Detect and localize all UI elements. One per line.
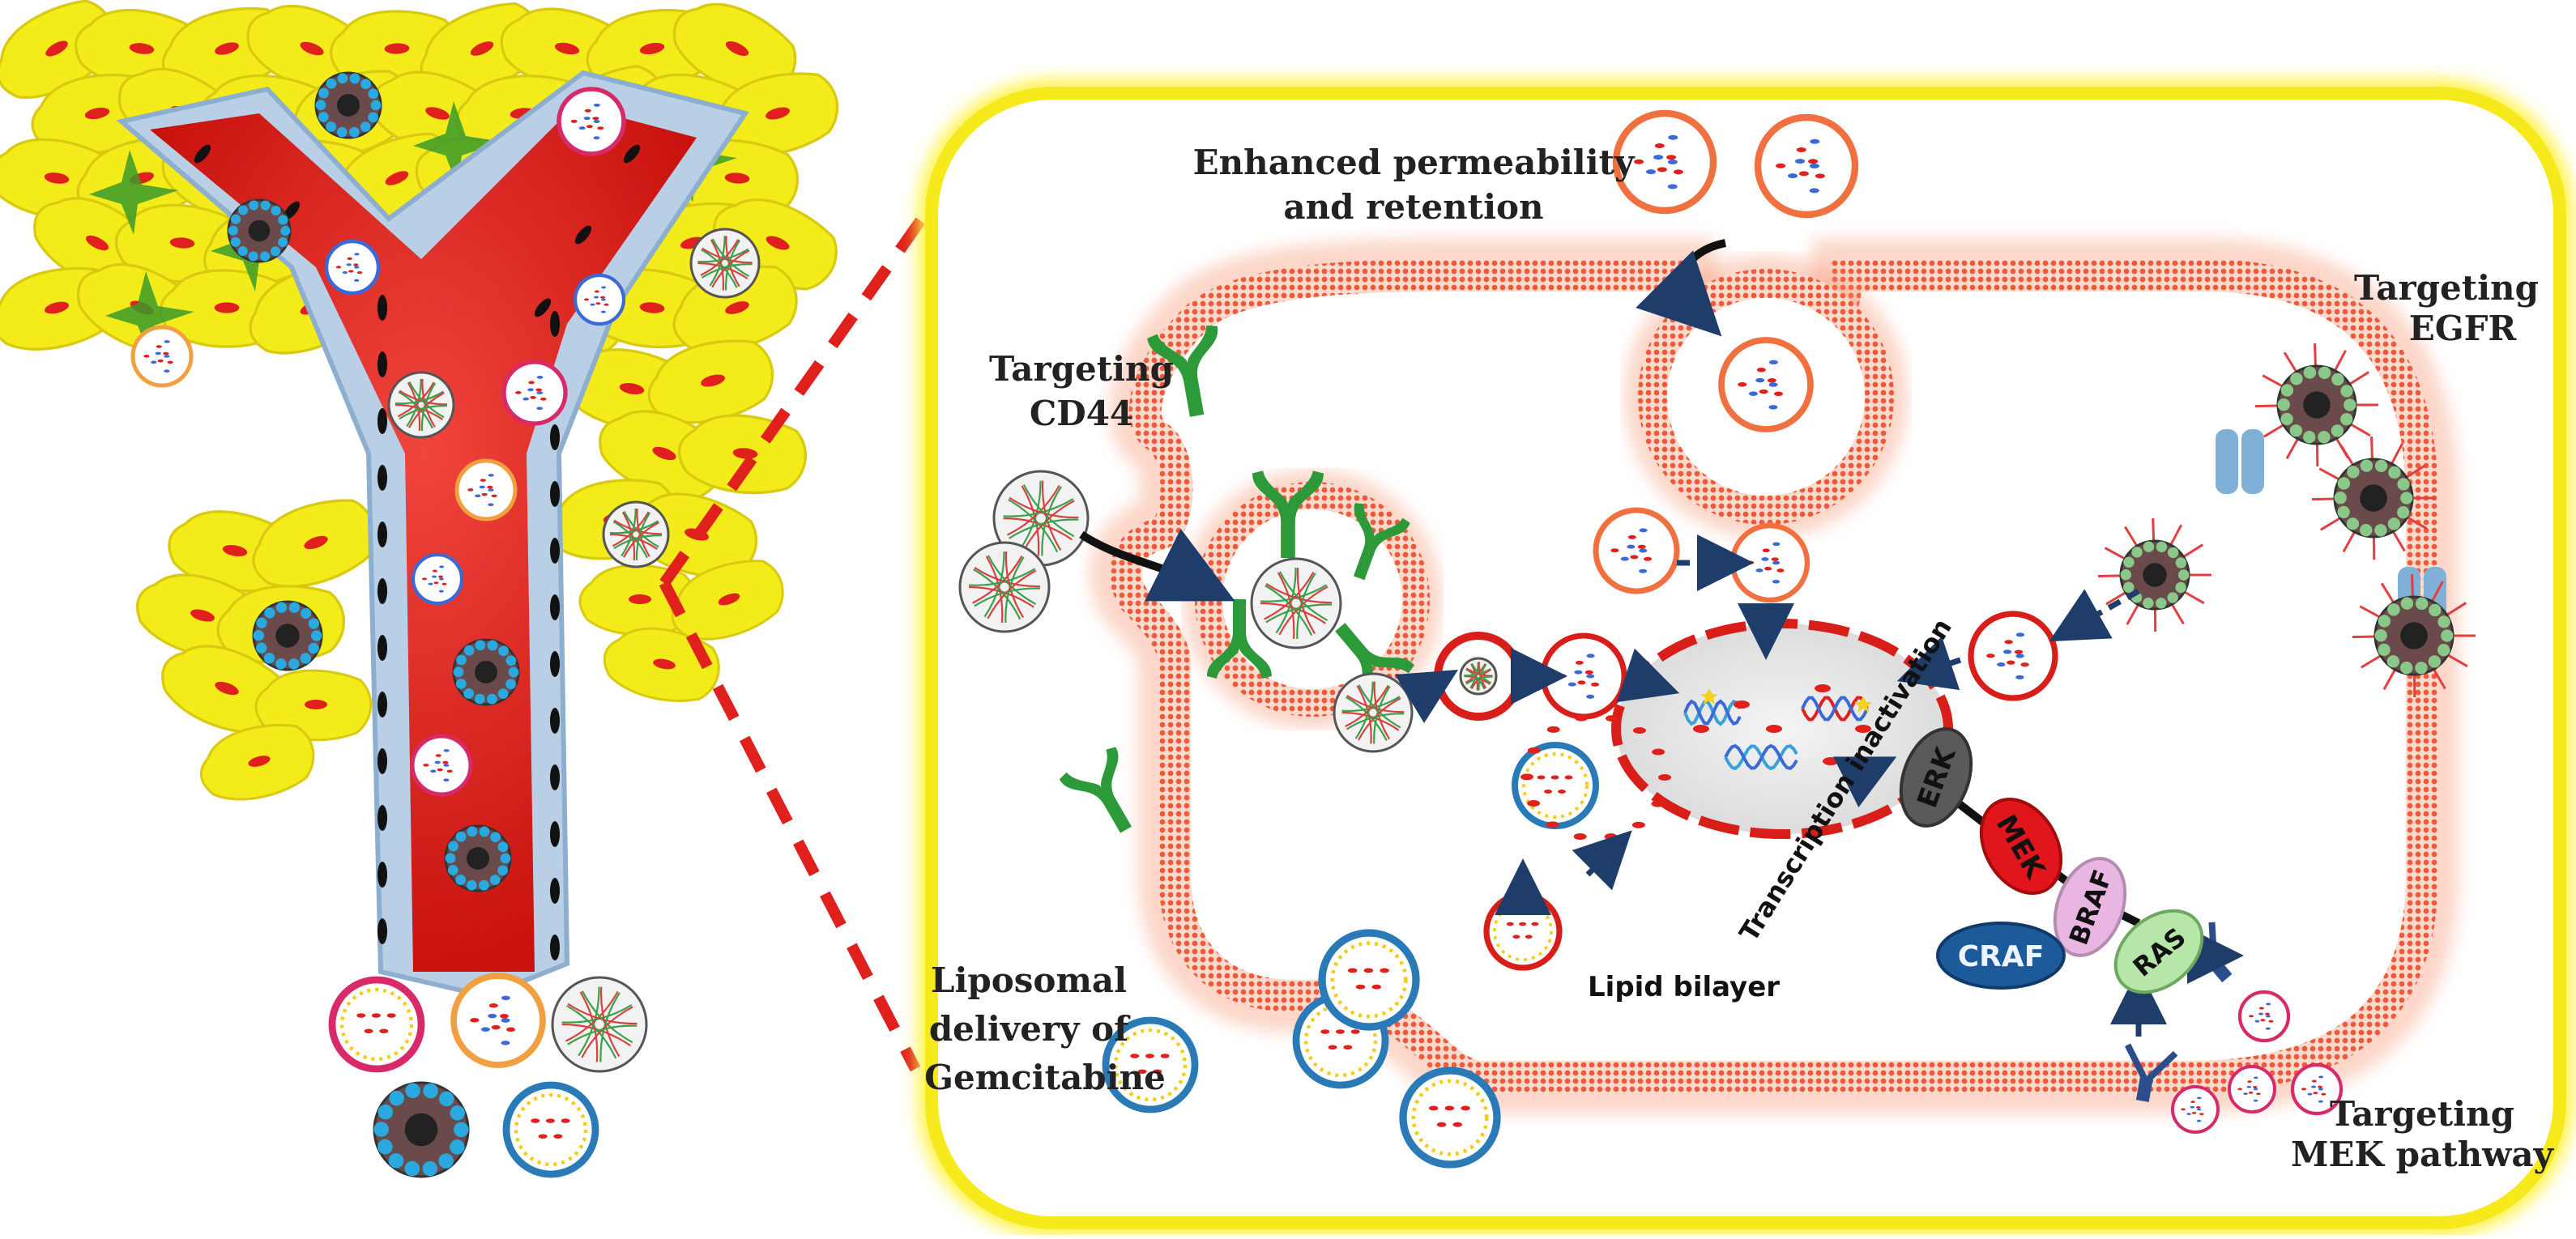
liposome	[1322, 933, 1416, 1027]
nanoparticle	[2229, 1067, 2275, 1112]
hyaluronic-nanoparticle	[1252, 559, 1341, 648]
egfr-label-line1: Targeting	[2354, 268, 2539, 308]
nanoparticle	[1596, 510, 1677, 591]
polymeric-nanoparticle	[373, 1083, 468, 1177]
nanoparticle	[454, 976, 543, 1065]
lipo-label-line2: delivery of	[929, 1009, 1131, 1049]
cd44-label-line2: CD44	[1030, 394, 1133, 433]
nanoparticle	[457, 461, 515, 519]
zoom-link-bottom	[664, 583, 915, 1069]
cd44-label-line1: Targeting	[989, 349, 1174, 389]
nanoparticle	[326, 241, 378, 293]
mek-label-line2: MEK pathway	[2291, 1135, 2555, 1174]
craf-label: CRAF	[1958, 940, 2045, 973]
egfr-label-line2: EGFR	[2409, 309, 2518, 348]
hyaluronic-nanoparticle	[1461, 658, 1496, 694]
nanoparticle	[559, 89, 624, 154]
lipid-bilayer-label: Lipid bilayer	[1588, 971, 1780, 1003]
hyaluronic-nanoparticle	[1334, 674, 1412, 751]
nanoparticle-types	[332, 976, 646, 1177]
nucleus	[1616, 624, 1948, 834]
polymeric-nanoparticle	[454, 640, 519, 705]
epr-label-line1: Enhanced permeability	[1193, 143, 1636, 182]
liposome	[506, 1085, 595, 1174]
polymeric-nanoparticle	[254, 602, 322, 670]
hyaluronic-nanoparticle	[691, 229, 759, 297]
nanoparticle	[2240, 992, 2288, 1041]
liposome	[1486, 895, 1559, 968]
hyaluronic-nanoparticle	[960, 543, 1049, 632]
polymeric-nanoparticle	[316, 73, 382, 138]
craf-node: CRAF	[1938, 923, 2064, 988]
polymeric-nanoparticle	[446, 826, 511, 891]
nanoparticle	[575, 275, 624, 324]
nanoparticle	[1543, 636, 1624, 717]
polymeric-nanoparticle	[228, 200, 291, 262]
nanoparticle	[412, 736, 471, 794]
hyaluronic-nanoparticle	[552, 977, 646, 1071]
nanoparticle	[504, 362, 565, 424]
mek-label-line1: Targeting	[2330, 1094, 2514, 1134]
nanoparticle	[1733, 526, 1807, 600]
nanoparticle	[413, 555, 462, 603]
nanoparticle	[133, 327, 191, 385]
liposome	[1515, 745, 1596, 826]
cell-panel: ERK MEK BRAF CRAF RAS Enhanced permeabil…	[924, 93, 2560, 1223]
nanoparticle	[2173, 1087, 2218, 1132]
lipo-label-line3: Gemcitabine	[924, 1058, 1166, 1097]
nanoparticle	[1971, 614, 2055, 698]
tumor-tissue-panel	[0, 0, 848, 1177]
hyaluronic-nanoparticle	[603, 502, 668, 567]
nanoparticle	[1721, 340, 1810, 429]
nanoparticle	[1758, 117, 1855, 215]
liposome	[1403, 1071, 1497, 1164]
epr-label-line2: and retention	[1283, 187, 1543, 227]
liposome	[332, 980, 421, 1069]
hyaluronic-nanoparticle	[389, 373, 454, 437]
lipo-label-line1: Liposomal	[931, 960, 1127, 1000]
